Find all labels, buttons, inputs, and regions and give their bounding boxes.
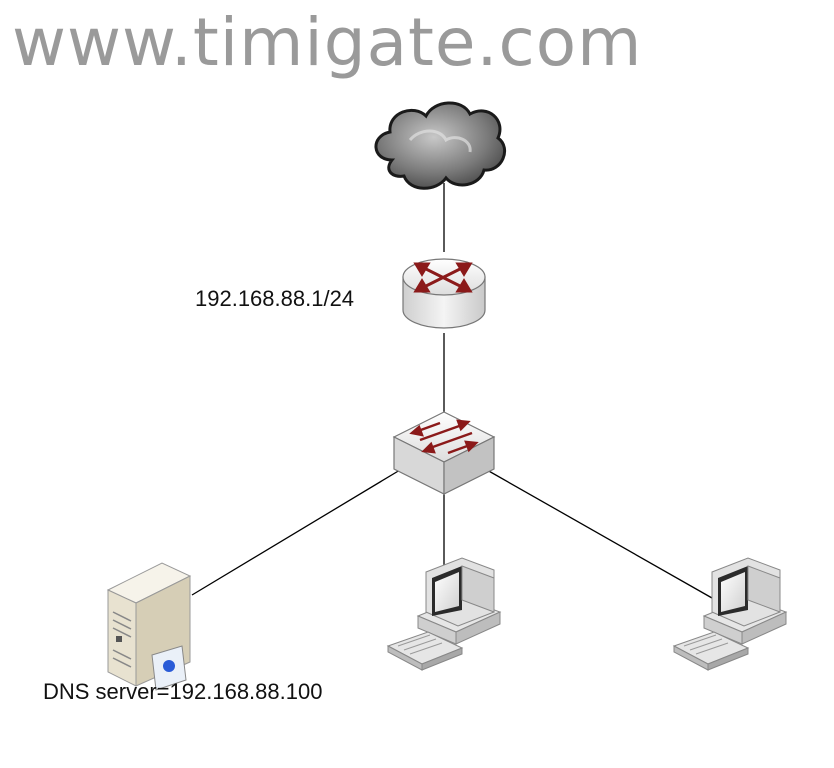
router-icon	[402, 258, 486, 329]
cloud-icon	[374, 101, 506, 190]
dns-server-label: DNS server=192.168.88.100	[43, 679, 323, 704]
link-switch-workstation-2	[486, 469, 713, 599]
link-switch-server	[191, 469, 401, 596]
router-ip-label: 192.168.88.1/24	[195, 286, 355, 311]
workstation-icon	[386, 557, 502, 671]
workstation-icon	[672, 557, 788, 671]
server-icon	[106, 562, 192, 691]
network-links	[191, 183, 713, 599]
switch-icon	[392, 411, 496, 495]
watermark-text: www.timigate.com	[12, 4, 643, 81]
